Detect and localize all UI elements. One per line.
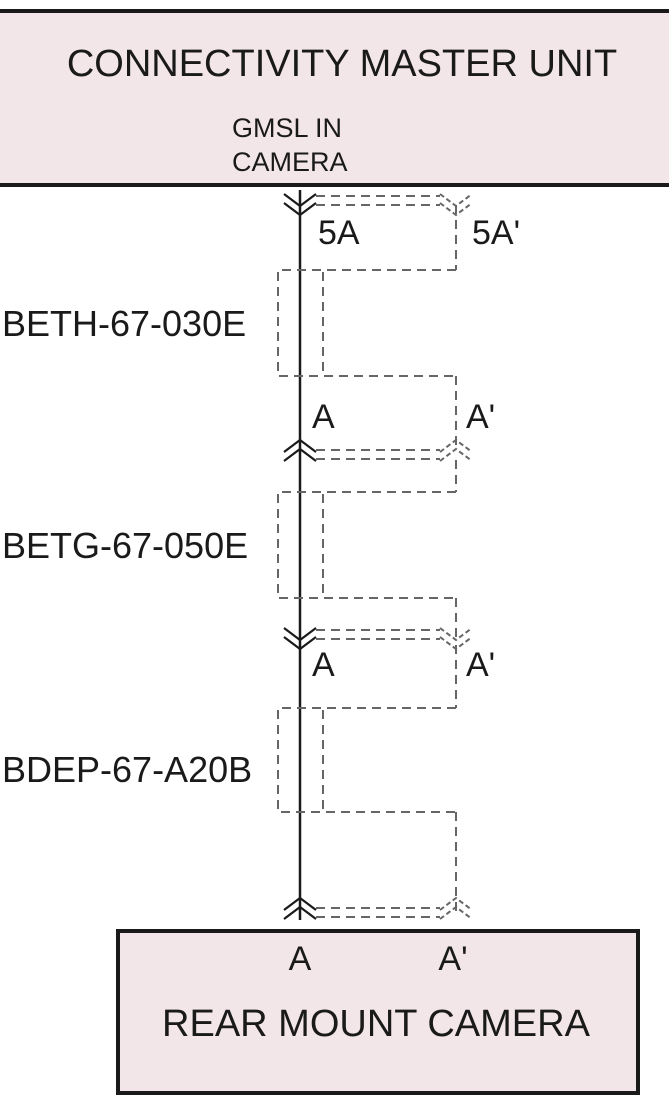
harness-beth-67-030e-label: BETH-67-030E (2, 303, 246, 344)
master-unit-title: CONNECTIVITY MASTER UNIT (67, 43, 617, 85)
camera-unit-title: REAR MOUNT CAMERA (162, 1003, 591, 1045)
junction-1-a-label: A (312, 398, 335, 436)
master-unit-box (0, 9, 669, 187)
camera-pin-a: A (289, 940, 312, 978)
connector-pair-4 (283, 896, 473, 920)
harness-bdep-67-a20b: BDEP-67-A20B (2, 707, 456, 813)
junction-2-a-prime-label: A' (466, 646, 495, 684)
connector-pair-3: A A' (283, 627, 495, 684)
master-unit-port-label-line2: CAMERA (232, 147, 348, 177)
junction-2-a-label: A (312, 646, 335, 684)
master-unit-port-label-line1: GMSL IN (232, 113, 342, 143)
harness-beth-67-030e: BETH-67-030E (2, 269, 456, 377)
camera-unit-box (116, 929, 640, 1095)
harness-betg-67-050e: BETG-67-050E (2, 491, 456, 599)
harness-bdep-67-a20b-label: BDEP-67-A20B (2, 749, 252, 790)
junction-1-a-prime-label: A' (466, 398, 495, 436)
connector-5a-prime-label: 5A' (472, 214, 520, 252)
rear-mount-camera-unit: A A' REAR MOUNT CAMERA (116, 929, 640, 1095)
connectivity-master-unit: CONNECTIVITY MASTER UNIT GMSL IN CAMERA (0, 9, 669, 187)
harness-betg-67-050e-label: BETG-67-050E (2, 525, 248, 566)
camera-pin-a-prime: A' (438, 940, 467, 978)
connector-5a-pair: 5A 5A' (283, 193, 520, 252)
connector-pair-2 (283, 438, 473, 462)
connector-5a-label: 5A (318, 214, 360, 252)
